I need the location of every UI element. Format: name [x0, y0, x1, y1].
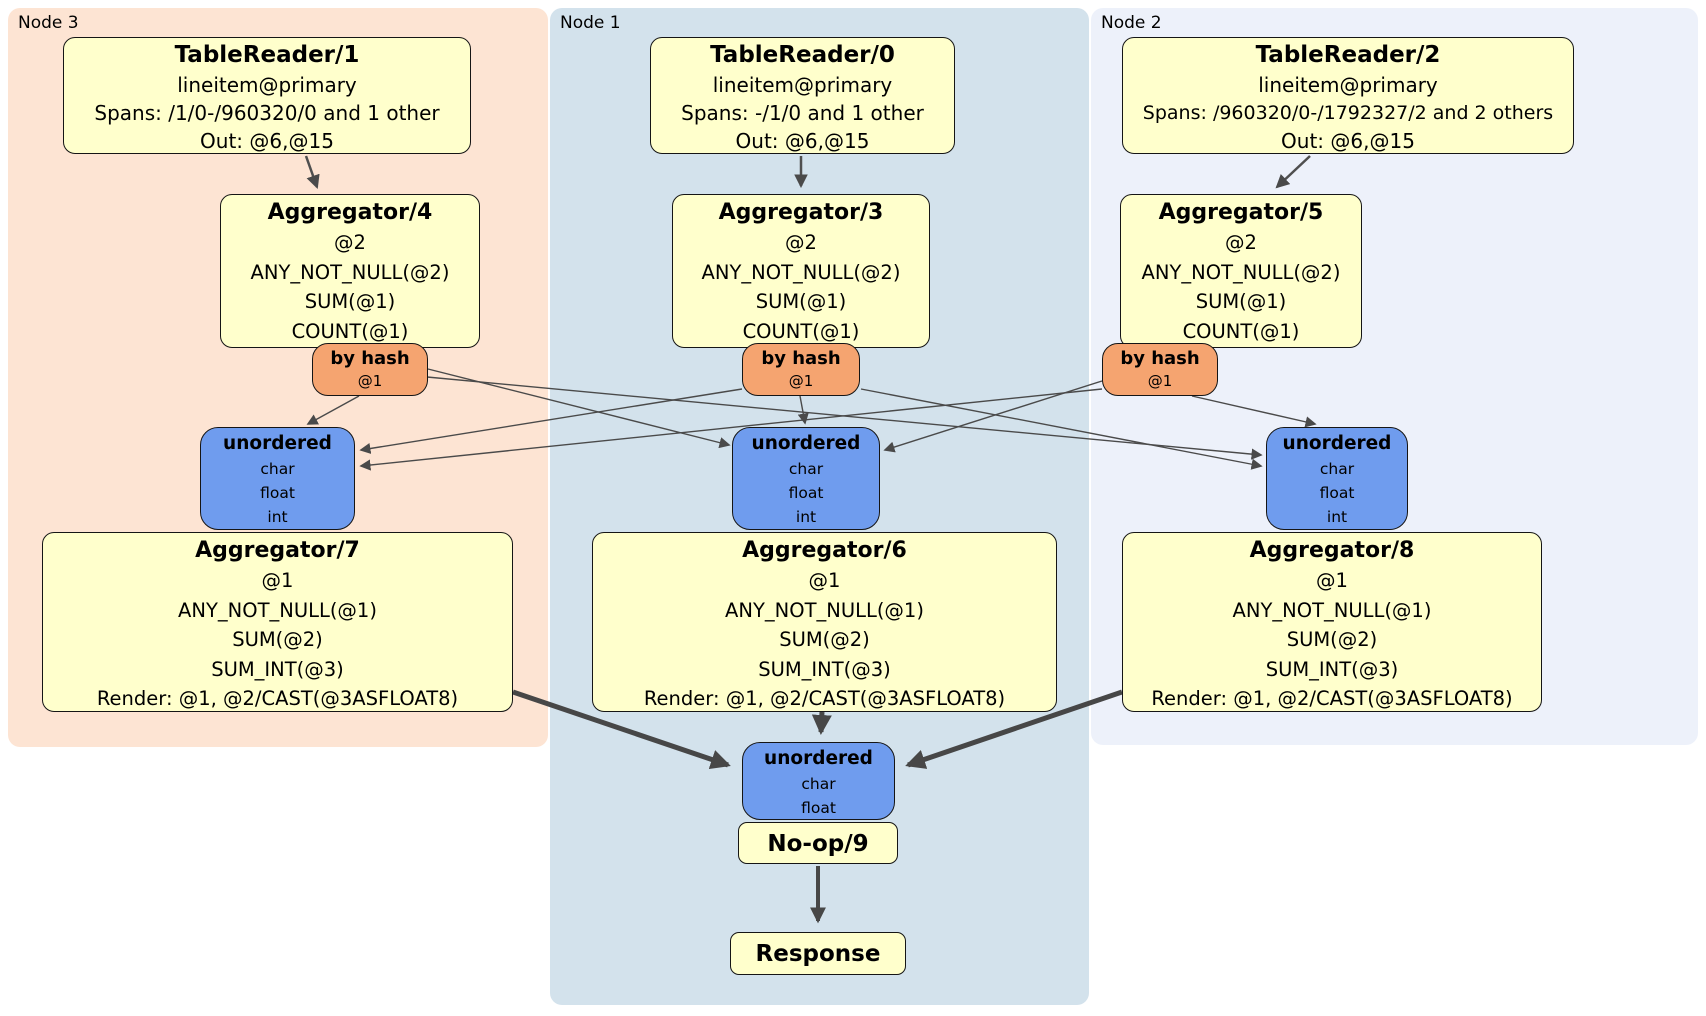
processor-title: No-op/9 — [767, 831, 869, 857]
sync-label: unordered — [751, 433, 861, 454]
processor-title: Aggregator/3 — [718, 200, 884, 225]
unordered-sync-node2: unordered char float int — [1266, 427, 1408, 530]
aggregator-4-node: Aggregator/4 @2 ANY_NOT_NULL(@2) SUM(@1)… — [220, 194, 480, 348]
final-merge-edges — [512, 689, 1123, 770]
processor-title: Response — [755, 941, 881, 967]
processor-detail: SUM_INT(@3) — [211, 657, 344, 681]
processor-detail: SUM(@2) — [1286, 628, 1378, 651]
processor-detail: Out: @6,@15 — [1281, 129, 1415, 153]
aggregator-7-node: Aggregator/7 @1 ANY_NOT_NULL(@1) SUM(@2)… — [42, 532, 513, 712]
processor-title: Aggregator/8 — [1249, 538, 1415, 563]
sync-type: float — [788, 484, 824, 502]
processor-detail: COUNT(@1) — [291, 319, 409, 343]
processor-detail: Spans: /960320/0-/1792327/2 and 2 others — [1142, 102, 1554, 124]
tablereader-1-node: TableReader/1 lineitem@primary Spans: /1… — [63, 37, 471, 154]
processor-detail: SUM_INT(@3) — [1265, 657, 1399, 681]
processor-detail: @1 — [808, 569, 841, 592]
processor-detail: ANY_NOT_NULL(@1) — [1232, 598, 1432, 622]
router-detail: @1 — [357, 372, 383, 390]
unordered-sync-final: unordered char float — [742, 742, 895, 820]
hash-router-node1: by hash @1 — [742, 343, 860, 396]
processor-detail: SUM_INT(@3) — [758, 657, 891, 681]
processor-detail: @1 — [261, 569, 294, 592]
processor-detail: Render: @1, @2/CAST(@3ASFLOAT8) — [96, 687, 459, 710]
aggregator-5-node: Aggregator/5 @2 ANY_NOT_NULL(@2) SUM(@1)… — [1120, 194, 1362, 348]
processor-detail: @2 — [334, 231, 366, 254]
processor-detail: SUM(@2) — [779, 628, 870, 651]
processor-detail: ANY_NOT_NULL(@2) — [1141, 260, 1341, 284]
aggregator-8-node: Aggregator/8 @1 ANY_NOT_NULL(@1) SUM(@2)… — [1122, 532, 1542, 712]
processor-detail: COUNT(@1) — [1182, 319, 1300, 343]
sync-type: float — [1319, 484, 1355, 502]
processor-detail: lineitem@primary — [712, 73, 893, 97]
router-edges — [306, 368, 1317, 471]
processor-detail: @2 — [785, 231, 817, 254]
unordered-sync-node3: unordered char float int — [200, 427, 355, 530]
tablereader-0-node: TableReader/0 lineitem@primary Spans: -/… — [650, 37, 955, 154]
sync-type: float — [801, 799, 836, 817]
sync-type: int — [267, 508, 288, 526]
processor-detail: @1 — [1316, 569, 1348, 592]
processor-detail: ANY_NOT_NULL(@1) — [725, 598, 924, 622]
noop-9-node: No-op/9 — [738, 822, 898, 864]
processor-title: TableReader/0 — [710, 42, 895, 68]
processor-title: TableReader/2 — [1255, 42, 1441, 68]
processor-detail: Spans: -/1/0 and 1 other — [681, 101, 924, 125]
processor-detail: Out: @6,@15 — [735, 129, 870, 153]
sync-type: char — [1319, 460, 1355, 478]
sync-type: float — [260, 484, 295, 502]
processor-detail: lineitem@primary — [177, 73, 357, 97]
processor-detail: SUM(@1) — [304, 290, 396, 313]
sync-label: unordered — [764, 748, 873, 769]
processor-detail: SUM(@1) — [755, 290, 847, 313]
node3-label: Node 3 — [18, 13, 79, 33]
sync-label: unordered — [1282, 433, 1392, 454]
router-detail: @1 — [788, 372, 814, 390]
sync-label: unordered — [223, 433, 332, 454]
router-label: by hash — [761, 348, 841, 369]
node2-label: Node 2 — [1101, 13, 1162, 33]
processor-detail: COUNT(@1) — [742, 319, 860, 343]
hash-router-node2: by hash @1 — [1102, 343, 1218, 396]
sync-type: int — [1326, 508, 1348, 526]
router-label: by hash — [330, 348, 410, 369]
processor-detail: SUM(@2) — [232, 628, 323, 651]
aggregator-3-node: Aggregator/3 @2 ANY_NOT_NULL(@2) SUM(@1)… — [672, 194, 930, 348]
processor-title: Aggregator/5 — [1158, 200, 1324, 225]
processor-detail: Spans: /1/0-/960320/0 and 1 other — [94, 101, 440, 125]
processor-detail: lineitem@primary — [1258, 73, 1438, 97]
processor-title: TableReader/1 — [174, 42, 360, 68]
sync-type: int — [795, 508, 817, 526]
tablereader-edges — [304, 155, 1311, 189]
processor-detail: ANY_NOT_NULL(@1) — [178, 598, 377, 622]
processor-title: Aggregator/6 — [742, 538, 907, 563]
tablereader-2-node: TableReader/2 lineitem@primary Spans: /9… — [1122, 37, 1574, 154]
response-node: Response — [730, 932, 906, 975]
hash-router-node3: by hash @1 — [312, 343, 428, 396]
processor-title: Aggregator/4 — [267, 200, 433, 225]
sync-type: char — [788, 460, 824, 478]
aggregator-6-node: Aggregator/6 @1 ANY_NOT_NULL(@1) SUM(@2)… — [592, 532, 1057, 712]
router-label: by hash — [1120, 348, 1200, 369]
processor-detail: @2 — [1225, 231, 1257, 254]
node1-label: Node 1 — [560, 13, 621, 33]
processor-title: Aggregator/7 — [195, 538, 360, 563]
processor-detail: ANY_NOT_NULL(@2) — [701, 260, 901, 284]
processor-detail: ANY_NOT_NULL(@2) — [250, 260, 450, 284]
sync-type: char — [260, 460, 295, 478]
processor-detail: Render: @1, @2/CAST(@3ASFLOAT8) — [643, 687, 1006, 710]
sync-type: char — [801, 775, 836, 793]
router-detail: @1 — [1147, 372, 1173, 390]
processor-detail: Out: @6,@15 — [200, 129, 334, 153]
processor-detail: SUM(@1) — [1195, 290, 1287, 313]
unordered-sync-node1: unordered char float int — [732, 427, 880, 530]
processor-detail: Render: @1, @2/CAST(@3ASFLOAT8) — [1151, 687, 1513, 710]
